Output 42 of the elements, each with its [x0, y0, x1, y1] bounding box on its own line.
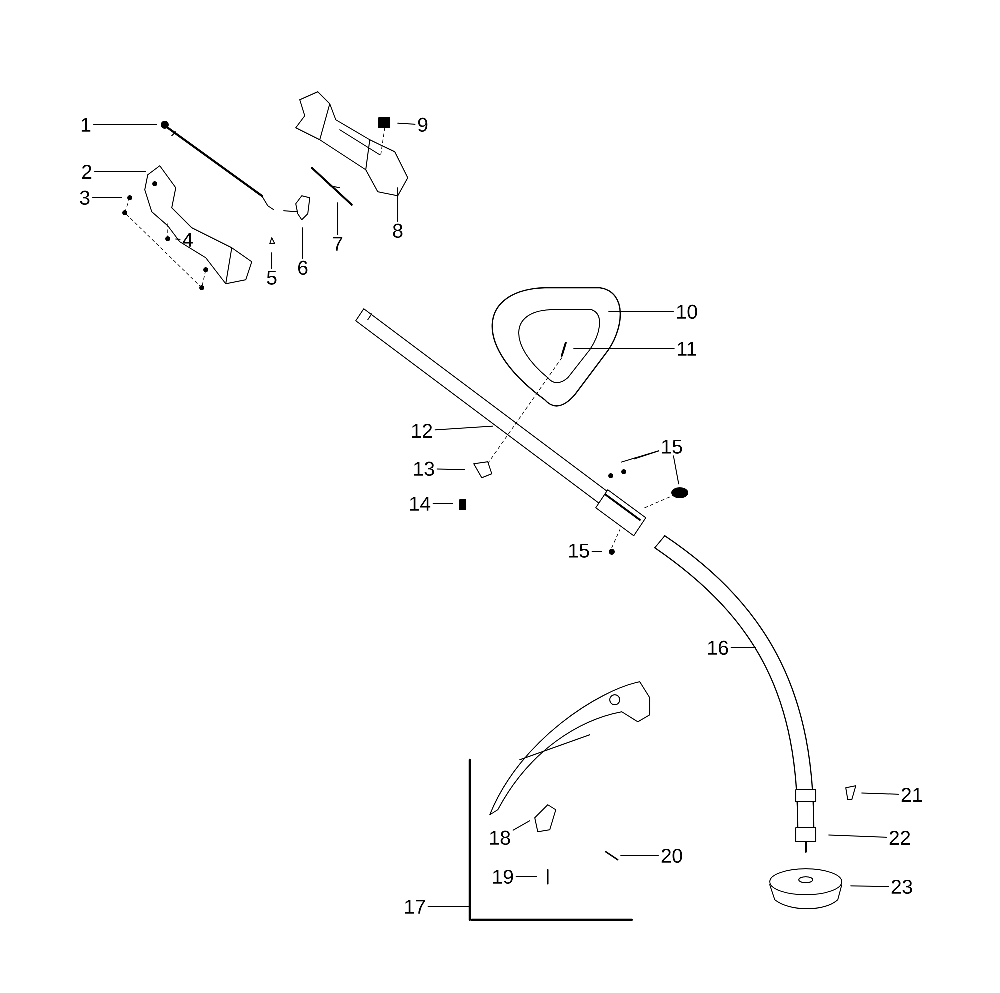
callout-number: 19: [493, 870, 514, 884]
callout-number: 20: [662, 848, 682, 864]
callout-number: 10: [677, 304, 698, 320]
callout-number: 8: [393, 224, 403, 238]
leader-line: [398, 122, 416, 125]
callout-number: 11: [678, 342, 696, 356]
leader-line: [574, 348, 675, 350]
callout-number: 3: [80, 190, 90, 206]
callout-number: 14: [410, 497, 431, 511]
callout-number: 1: [82, 118, 91, 132]
callout-number: 2: [82, 165, 92, 179]
leader-line: [828, 834, 888, 838]
leader-line: [850, 886, 890, 888]
leader-line: [634, 450, 660, 460]
leader-line: [434, 426, 494, 431]
callout-number: 6: [298, 260, 308, 276]
callout-number: 7: [333, 237, 343, 251]
leader-line: [862, 792, 900, 796]
leader-line: [302, 228, 304, 260]
leader-line: [621, 450, 660, 463]
leader-line: [93, 124, 158, 126]
bracket: [468, 758, 472, 922]
callout-number: 15: [569, 544, 590, 558]
callout-number: 9: [418, 118, 428, 132]
leader-line: [436, 468, 466, 470]
leader-line: [428, 906, 470, 908]
callout-number: 13: [414, 462, 434, 476]
leader-line: [592, 550, 602, 552]
leader-line: [512, 820, 530, 831]
callout-number: 22: [890, 831, 910, 845]
callout-number: 23: [892, 880, 912, 894]
leader-line: [516, 876, 538, 878]
callout-number: 18: [490, 830, 510, 846]
callout-number: 21: [902, 788, 922, 802]
callout-number: 5: [267, 271, 277, 285]
leader-line: [673, 456, 680, 485]
callout-number: 4: [182, 233, 193, 247]
leader-line: [176, 238, 181, 240]
callout-number: 15: [662, 440, 682, 454]
callout-number: 12: [412, 424, 432, 438]
callout-number: 16: [708, 640, 728, 656]
callout-number: 17: [405, 900, 426, 914]
